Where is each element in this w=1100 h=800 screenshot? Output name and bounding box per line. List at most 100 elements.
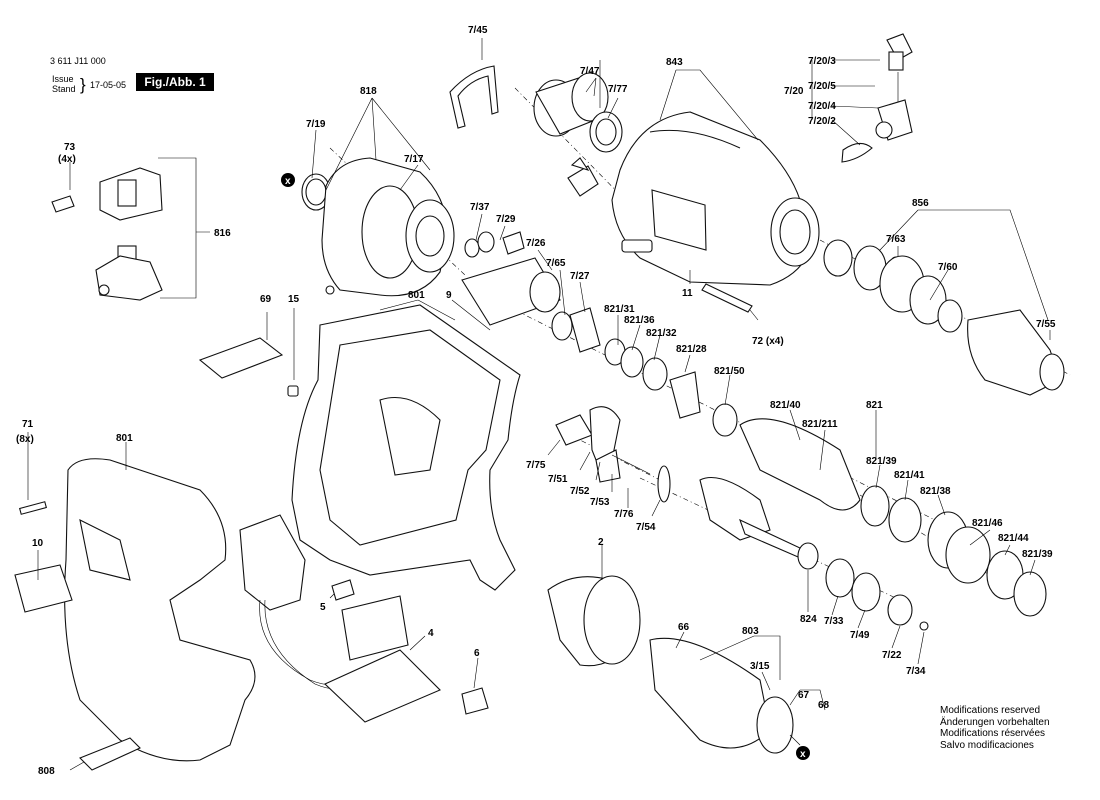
part-label: 3/15 bbox=[750, 661, 770, 672]
part-label: 821/31 bbox=[604, 304, 635, 315]
bearing-flange bbox=[301, 157, 455, 297]
retainer-clip bbox=[567, 157, 599, 197]
label-plate bbox=[198, 337, 284, 379]
part-label: 7/22 bbox=[882, 650, 902, 661]
part-label: 7/37 bbox=[470, 202, 490, 213]
leader-lines bbox=[27, 38, 1051, 771]
part-label: (8x) bbox=[16, 434, 34, 445]
housing-half-right bbox=[291, 304, 521, 591]
part-label: 10 bbox=[32, 538, 44, 549]
modifications-note: Modifications reserved Änderungen vorbeh… bbox=[940, 705, 1050, 751]
part-label: 7/55 bbox=[1036, 319, 1056, 330]
part-labels: 7/45 843 7/47 7/77 7/20/3 7/20/5 7/20 7/… bbox=[16, 25, 1056, 777]
electronics-module bbox=[324, 595, 441, 723]
part-label: 821/39 bbox=[866, 456, 897, 467]
small-block bbox=[461, 687, 489, 715]
part-label: 821/50 bbox=[714, 366, 745, 377]
part-label: 7/17 bbox=[404, 154, 424, 165]
part-label: 7/26 bbox=[526, 238, 546, 249]
part-label: 801 bbox=[408, 290, 425, 301]
part-label: 7/33 bbox=[824, 616, 844, 627]
part-label: 7/29 bbox=[496, 214, 516, 225]
part-label: 7/20/5 bbox=[808, 81, 836, 92]
part-label: 73 bbox=[64, 142, 76, 153]
part-label: 821/211 bbox=[802, 419, 838, 430]
part-label: 7/20/2 bbox=[808, 116, 836, 127]
armature bbox=[649, 637, 801, 754]
marker-label: x bbox=[285, 176, 291, 187]
cover-plate bbox=[79, 737, 141, 771]
issue-date: 17-05-05 bbox=[90, 80, 127, 90]
part-label: 7/51 bbox=[548, 474, 568, 485]
reference-marker bbox=[796, 746, 810, 760]
modifications-line: Modifications reserved bbox=[940, 705, 1041, 716]
stand-label: Stand bbox=[52, 84, 76, 94]
part-label: 7/45 bbox=[468, 25, 488, 36]
part-label: 821/32 bbox=[646, 328, 677, 339]
figure-label: Fig./Abb. 1 bbox=[136, 73, 214, 91]
part-label: 7/54 bbox=[636, 522, 656, 533]
gear-housing bbox=[611, 111, 820, 286]
brush-plate-assembly bbox=[51, 167, 163, 301]
part-label: 7/34 bbox=[906, 666, 926, 677]
part-label: 808 bbox=[38, 766, 55, 777]
part-label: 821/40 bbox=[770, 400, 801, 411]
part-label: 11 bbox=[682, 288, 693, 299]
part-label: 821/44 bbox=[998, 533, 1029, 544]
part-label: 821/38 bbox=[920, 486, 951, 497]
part-label: 6 bbox=[474, 648, 480, 659]
modifications-line: Änderungen vorbehalten bbox=[940, 716, 1050, 728]
gear-parts bbox=[699, 476, 929, 631]
part-label: 72 (x4) bbox=[752, 336, 784, 347]
part-label: 7/65 bbox=[546, 258, 566, 269]
part-label: 5 bbox=[320, 602, 326, 613]
modifications-line: Modifications réservées bbox=[940, 728, 1046, 739]
brush-holder-assembly bbox=[841, 33, 913, 163]
part-label: 803 bbox=[742, 626, 759, 637]
tool-holder-sleeve bbox=[533, 72, 609, 137]
long-screw bbox=[701, 283, 753, 313]
part-label: 69 bbox=[260, 294, 272, 305]
part-label: 7/60 bbox=[938, 262, 958, 273]
part-label: 7/53 bbox=[590, 497, 610, 508]
part-label: 7/20/4 bbox=[808, 101, 836, 112]
brace-mark: } bbox=[80, 75, 86, 94]
part-label: 7/76 bbox=[614, 509, 634, 520]
part-label: 7/77 bbox=[608, 84, 628, 95]
part-label: 67 bbox=[798, 690, 810, 701]
piston-parts bbox=[461, 231, 601, 353]
part-label: 9 bbox=[446, 290, 452, 301]
spring bbox=[331, 579, 355, 601]
part-label: 821/39 bbox=[1022, 549, 1053, 560]
part-label: 7/20 bbox=[784, 86, 804, 97]
spindle-parts-chain bbox=[604, 338, 1047, 617]
part-label: (4x) bbox=[58, 154, 76, 165]
part-label: 818 bbox=[360, 86, 377, 97]
part-label: 821/46 bbox=[972, 518, 1003, 529]
pin-part bbox=[287, 385, 299, 397]
part-label: 824 bbox=[800, 614, 817, 625]
mode-selector-parts bbox=[555, 406, 671, 503]
part-label: 821 bbox=[866, 400, 883, 411]
part-label: 856 bbox=[912, 198, 929, 209]
part-label: 821/28 bbox=[676, 344, 707, 355]
part-label: 7/19 bbox=[306, 119, 326, 130]
part-label: 843 bbox=[666, 57, 683, 68]
part-label: 821/36 bbox=[624, 315, 655, 326]
part-label: 71 bbox=[22, 419, 34, 430]
doc-number: 3 611 J11 000 bbox=[50, 56, 106, 66]
part-label: 7/27 bbox=[570, 271, 590, 282]
clip-spring bbox=[449, 65, 499, 129]
housing-half-left bbox=[18, 458, 256, 762]
marker-label: x bbox=[800, 749, 806, 760]
issue-label: Issue bbox=[52, 74, 74, 84]
part-label: 2 bbox=[598, 537, 604, 548]
seal-ring bbox=[589, 111, 623, 153]
reference-marker bbox=[281, 173, 295, 187]
part-label: 66 bbox=[678, 622, 690, 633]
part-label: 7/47 bbox=[580, 66, 600, 77]
part-label: 7/49 bbox=[850, 630, 870, 641]
part-label: 7/75 bbox=[526, 460, 546, 471]
part-label: 7/52 bbox=[570, 486, 590, 497]
